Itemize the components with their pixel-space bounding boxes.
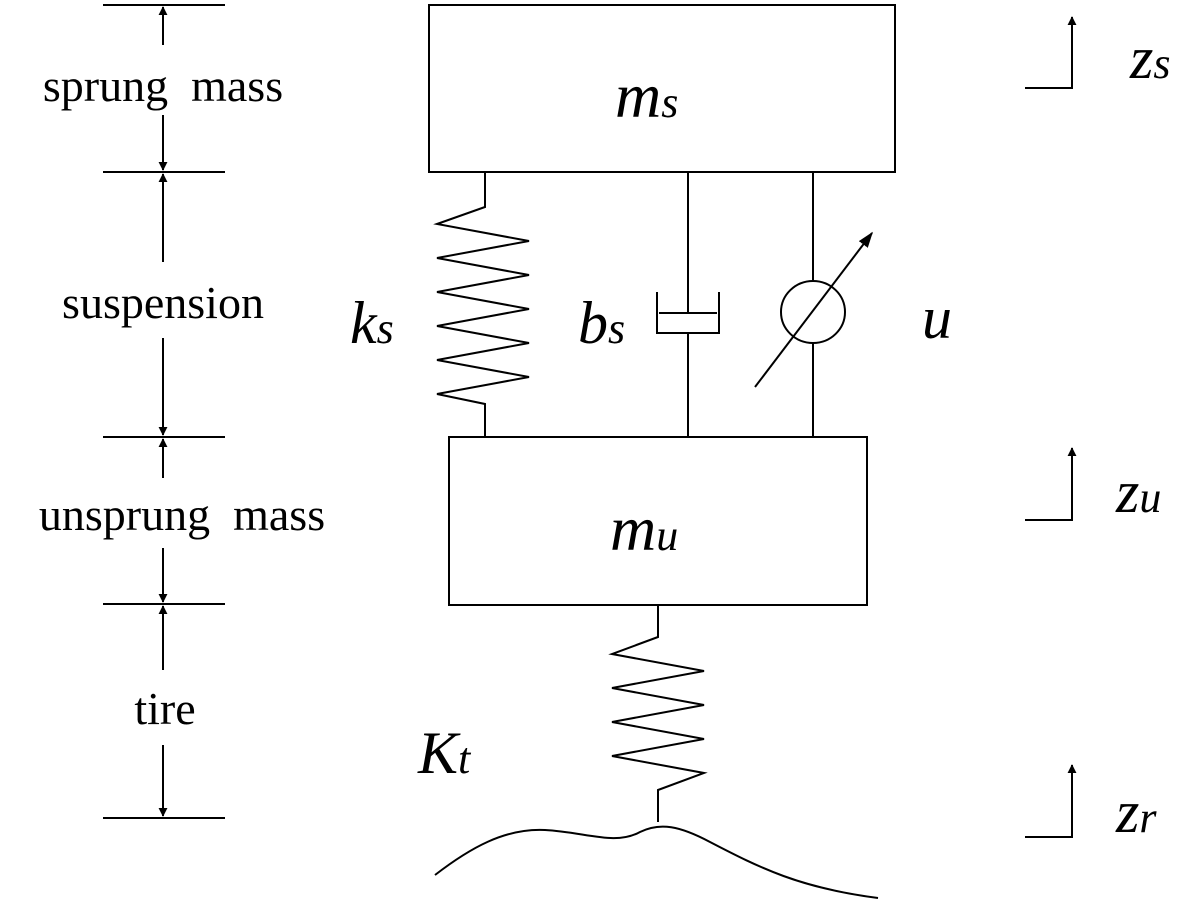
tire-stiffness-label: Kt xyxy=(417,720,472,786)
displacement-label-road: zr xyxy=(1115,779,1157,845)
displacement-label-unsprung: zu xyxy=(1115,459,1161,525)
spring-stiffness-subscript: s xyxy=(377,304,394,353)
damper-label: bs xyxy=(578,290,625,356)
tire-stiffness-subscript: t xyxy=(458,734,472,783)
displacement-subscript-unsprung: u xyxy=(1139,473,1161,522)
road-profile xyxy=(434,825,879,899)
region-label-tire: tire xyxy=(134,683,195,734)
actuator-label: u xyxy=(922,285,952,351)
displacement-symbol-sprung: z xyxy=(1129,25,1153,91)
tire-stiffness-symbol: K xyxy=(417,720,461,786)
displacement-marker-road xyxy=(1025,764,1077,838)
displacement-subscript-road: r xyxy=(1139,793,1157,842)
region-label-suspension: suspension xyxy=(62,277,264,328)
unsprung-mass-label: mu xyxy=(610,493,678,564)
displacement-symbol-road: z xyxy=(1115,779,1139,845)
unsprung-mass-block xyxy=(448,436,868,606)
displacement-label-sprung: zs xyxy=(1129,25,1170,91)
damper-symbol: b xyxy=(578,290,608,356)
suspension-spring xyxy=(433,172,530,437)
sprung-mass-symbol: m xyxy=(615,60,661,131)
actuator xyxy=(754,172,873,437)
unsprung-mass-subscript: u xyxy=(656,511,678,560)
sprung-mass-block xyxy=(428,4,896,173)
sprung-mass-subscript: s xyxy=(661,78,678,127)
spring-stiffness-label: ks xyxy=(350,290,394,356)
spring-stiffness-symbol: k xyxy=(350,290,378,356)
tire-spring xyxy=(608,605,708,822)
unsprung-mass-symbol: m xyxy=(610,493,656,564)
damper xyxy=(656,172,720,437)
displacement-subscript-sprung: s xyxy=(1153,39,1170,88)
dimension-scale xyxy=(103,4,225,819)
sprung-mass-label: ms xyxy=(615,60,678,131)
displacement-marker-unsprung xyxy=(1025,447,1077,521)
displacement-symbol-unsprung: z xyxy=(1115,459,1139,525)
damper-subscript: s xyxy=(608,304,625,353)
displacement-marker-sprung xyxy=(1025,16,1077,89)
region-label-unsprung-mass: unsprung mass xyxy=(39,489,325,540)
region-label-sprung-mass: sprung mass xyxy=(43,60,283,111)
actuator-variable-arrow xyxy=(754,231,873,388)
